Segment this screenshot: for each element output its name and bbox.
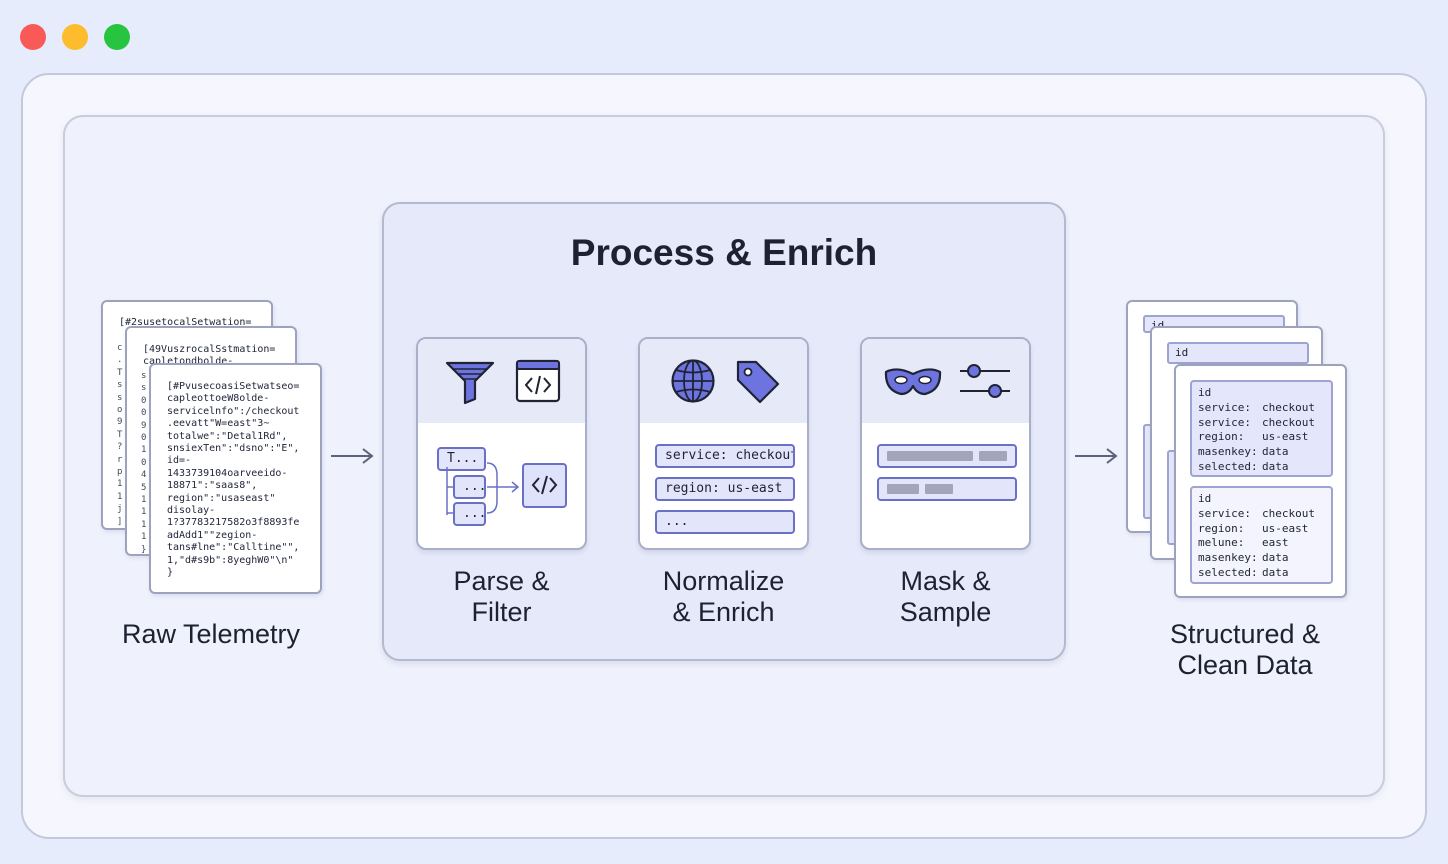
parse-node-middle: ... <box>453 475 486 499</box>
raw-document-back-edge: c . T s s o 9 T ? r p 1 1 j ] <box>117 343 123 527</box>
mask-icon <box>884 368 942 396</box>
clean-record-2: id service:checkout region:us-east melun… <box>1190 486 1333 584</box>
raw-document-middle-edge: s s 0 0 9 0 1 0 4 5 1 1 1 1 } <box>141 371 147 555</box>
sampled-field <box>877 477 1017 501</box>
stage-label-mask: Mask & Sample <box>899 566 992 627</box>
tag-icon <box>736 360 780 404</box>
arrow-icon <box>1075 448 1118 464</box>
clean-record-1: id service:checkout service:checkout reg… <box>1190 380 1333 477</box>
stage-parse-filter: T... ... ... <box>416 337 587 550</box>
stage-label-normalize: Normalize & Enrich <box>662 566 785 627</box>
arrow-icon <box>331 448 374 464</box>
field-service: service: checkout <box>655 444 795 468</box>
clean-document-front: id service:checkout service:checkout reg… <box>1174 364 1347 598</box>
process-title: Process & Enrich <box>570 232 878 273</box>
funnel-icon <box>445 361 495 405</box>
sliders-icon <box>960 364 1010 398</box>
raw-document-front: [#PvusecoasiSetwatseo= capleottoeW8olde-… <box>149 363 322 594</box>
parse-node-top: T... <box>437 447 486 471</box>
stage-normalize-enrich: service: checkout region: us-east ... <box>638 337 809 550</box>
masked-field <box>877 444 1017 468</box>
code-icon <box>522 463 567 508</box>
field-more: ... <box>655 510 795 534</box>
close-window-button[interactable] <box>20 24 46 50</box>
stage-mask-sample <box>860 337 1031 550</box>
stage-label-parse: Parse & Filter <box>453 566 550 627</box>
code-window-icon <box>515 359 561 403</box>
raw-telemetry-label: Raw Telemetry <box>121 619 301 649</box>
maximize-window-button[interactable] <box>104 24 130 50</box>
field-region: region: us-east <box>655 477 795 501</box>
bracket-connector <box>446 462 520 515</box>
clean-data-label: Structured & Clean Data <box>1169 619 1321 680</box>
globe-icon <box>671 359 715 403</box>
parse-node-bottom: ... <box>453 502 486 526</box>
minimize-window-button[interactable] <box>62 24 88 50</box>
